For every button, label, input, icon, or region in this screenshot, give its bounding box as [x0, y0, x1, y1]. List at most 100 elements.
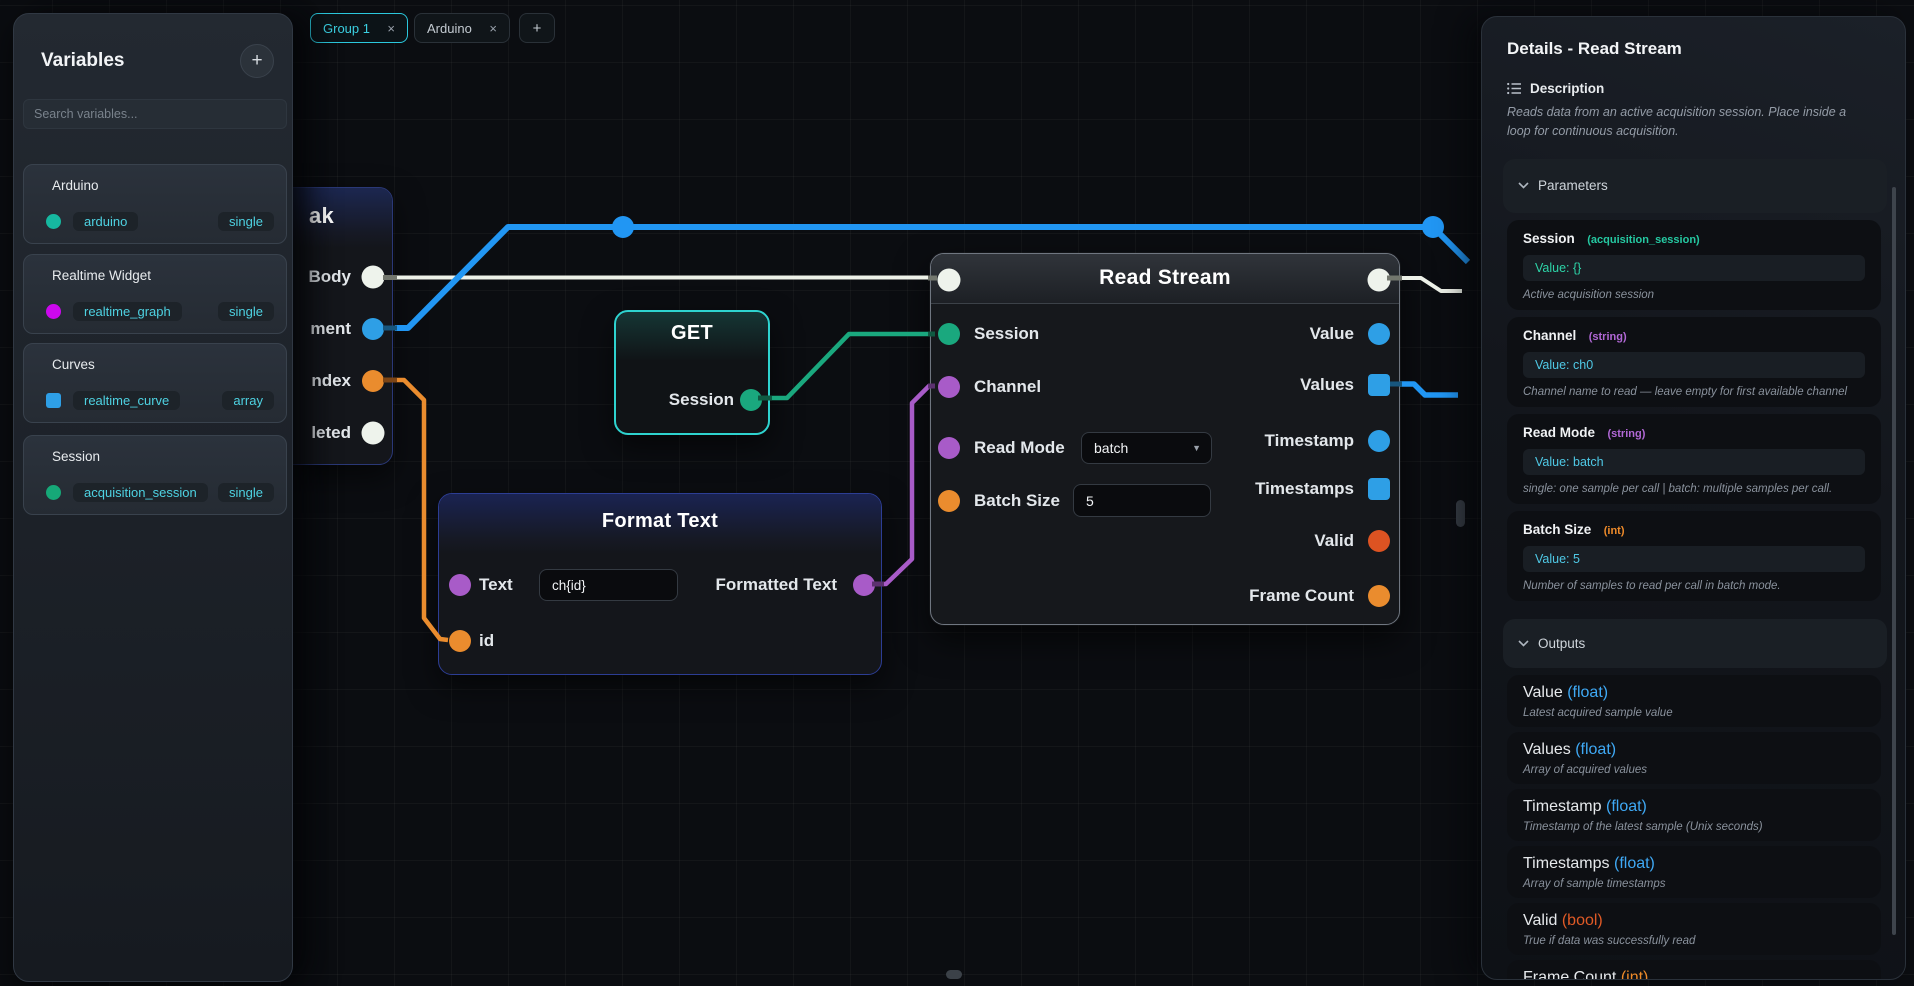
param-note: Active acquisition session: [1523, 288, 1655, 301]
port-valid-output[interactable]: [1368, 530, 1390, 552]
port-label: Frame Count: [1249, 586, 1354, 605]
port-values-output[interactable]: [1368, 374, 1390, 396]
plus-icon: +: [532, 19, 542, 37]
tab-group-1[interactable]: Group 1 ×: [310, 13, 408, 43]
variable-card-arduino[interactable]: Arduino arduino single: [23, 164, 287, 244]
variables-panel: Variables + Arduino arduino single Realt…: [13, 13, 293, 982]
port-index[interactable]: [362, 370, 384, 392]
port-label: Text: [479, 575, 513, 594]
batch-size-field[interactable]: [1073, 484, 1211, 517]
port-loop-body[interactable]: [361, 265, 385, 289]
port-formatted-text-output[interactable]: [853, 574, 875, 596]
close-icon[interactable]: ×: [489, 20, 497, 36]
param-name: Batch Size: [1523, 521, 1592, 537]
type-dot: [46, 484, 61, 500]
tab-label: Group 1: [323, 20, 370, 36]
param-card-session: Session (acquisition_session) Value: {} …: [1507, 219, 1881, 310]
port-label: Channel: [974, 377, 1042, 396]
tab-add[interactable]: +: [519, 13, 555, 43]
output-name: Valid: [1523, 911, 1558, 929]
panel-title: Variables: [41, 50, 125, 71]
variable-card-session[interactable]: Session acquisition_session single: [23, 435, 287, 515]
port-increment[interactable]: [362, 318, 384, 340]
output-note: True if data was successfully read: [1523, 934, 1696, 947]
param-type: (string): [1588, 330, 1627, 343]
port-label: Valid: [1314, 531, 1354, 550]
description-text: Reads data from an active acquisition se…: [1507, 105, 1847, 139]
output-type: (bool): [1561, 911, 1603, 929]
param-value[interactable]: Value: ch0: [1523, 351, 1865, 378]
variable-id-chip: acquisition_session: [73, 482, 208, 502]
type-square: [46, 392, 61, 408]
node-title: Read Stream: [1099, 266, 1231, 289]
dropdown-value: batch: [1094, 440, 1129, 456]
param-type: (acquisition_session): [1587, 233, 1700, 246]
node-get[interactable]: GET Session: [614, 310, 770, 435]
port-exec-in[interactable]: [937, 268, 961, 292]
port-completed[interactable]: [361, 421, 385, 445]
parameters-section-toggle[interactable]: Parameters: [1503, 158, 1887, 213]
text-input-field[interactable]: [539, 569, 678, 601]
variable-card-curves[interactable]: Curves realtime_curve array: [23, 343, 287, 423]
param-card-read-mode: Read Mode (string) Value: batch single: …: [1507, 413, 1881, 504]
add-variable-button[interactable]: +: [240, 44, 274, 78]
description-label: Description: [1530, 81, 1605, 96]
variable-name: Curves: [52, 357, 95, 372]
variable-id-chip: realtime_graph: [73, 301, 182, 321]
port-read-mode-input[interactable]: [938, 437, 960, 459]
port-frame-count-output[interactable]: [1368, 585, 1390, 607]
port-batch-size-input[interactable]: [938, 490, 960, 512]
tab-arduino[interactable]: Arduino ×: [414, 13, 510, 43]
output-card-values: Values (float) Array of acquired values: [1507, 731, 1881, 784]
port-id-input[interactable]: [449, 630, 471, 652]
port-value-output[interactable]: [1368, 323, 1390, 345]
param-note: Channel name to read — leave empty for f…: [1523, 385, 1848, 398]
port-label: Batch Size: [974, 491, 1060, 510]
output-name: Timestamps: [1523, 854, 1610, 872]
param-note: Number of samples to read per call in ba…: [1523, 579, 1781, 592]
param-name: Session: [1523, 230, 1575, 246]
variable-id-chip: arduino: [73, 211, 139, 231]
node-title: GET: [670, 322, 713, 344]
chevron-down-icon: [1518, 640, 1529, 647]
port-exec-out[interactable]: [1367, 268, 1391, 292]
port-channel-input[interactable]: [938, 376, 960, 398]
output-type: (int): [1620, 968, 1649, 980]
port-session-output[interactable]: [740, 389, 762, 411]
output-type: (float): [1567, 683, 1609, 701]
param-name: Read Mode: [1523, 424, 1596, 440]
variable-kind-chip: single: [218, 301, 274, 321]
node-read-stream[interactable]: Read Stream Session Channel Read Mode ba…: [930, 253, 1400, 625]
port-session-input[interactable]: [938, 323, 960, 345]
port-label: ndex: [311, 371, 351, 390]
port-label: Session: [668, 390, 734, 409]
param-value[interactable]: Value: {}: [1523, 254, 1865, 281]
tab-label: Arduino: [427, 20, 472, 36]
variable-name: Session: [52, 449, 101, 464]
param-note: single: one sample per call | batch: mul…: [1523, 482, 1833, 495]
output-type: (float): [1605, 797, 1647, 815]
canvas-vertical-scrollbar[interactable]: [1456, 500, 1465, 527]
port-label: Session: [974, 324, 1040, 343]
param-value[interactable]: Value: 5: [1523, 545, 1865, 572]
output-note: Array of acquired values: [1523, 763, 1648, 776]
type-dot: [46, 303, 61, 319]
details-title: Details - Read Stream: [1507, 39, 1682, 58]
close-icon[interactable]: ×: [387, 20, 395, 36]
output-card-value: Value (float) Latest acquired sample val…: [1507, 674, 1881, 727]
outputs-section-toggle[interactable]: Outputs: [1503, 618, 1887, 668]
variable-card-realtime-widget[interactable]: Realtime Widget realtime_graph single: [23, 254, 287, 334]
param-type: (int): [1603, 524, 1625, 537]
search-input[interactable]: [23, 99, 287, 129]
read-mode-dropdown[interactable]: batch ▼: [1081, 432, 1212, 464]
port-timestamps-output[interactable]: [1368, 478, 1390, 500]
chevron-down-icon: ▼: [1192, 443, 1201, 453]
port-text-input[interactable]: [449, 574, 471, 596]
node-format-text[interactable]: Format Text Text id Formatted Text: [438, 493, 882, 675]
port-timestamp-output[interactable]: [1368, 430, 1390, 452]
param-type: (string): [1607, 427, 1646, 440]
canvas-horizontal-scrollbar[interactable]: [946, 970, 962, 979]
param-value[interactable]: Value: batch: [1523, 448, 1865, 475]
details-scrollbar[interactable]: [1892, 187, 1896, 935]
port-label: leted: [311, 423, 351, 442]
